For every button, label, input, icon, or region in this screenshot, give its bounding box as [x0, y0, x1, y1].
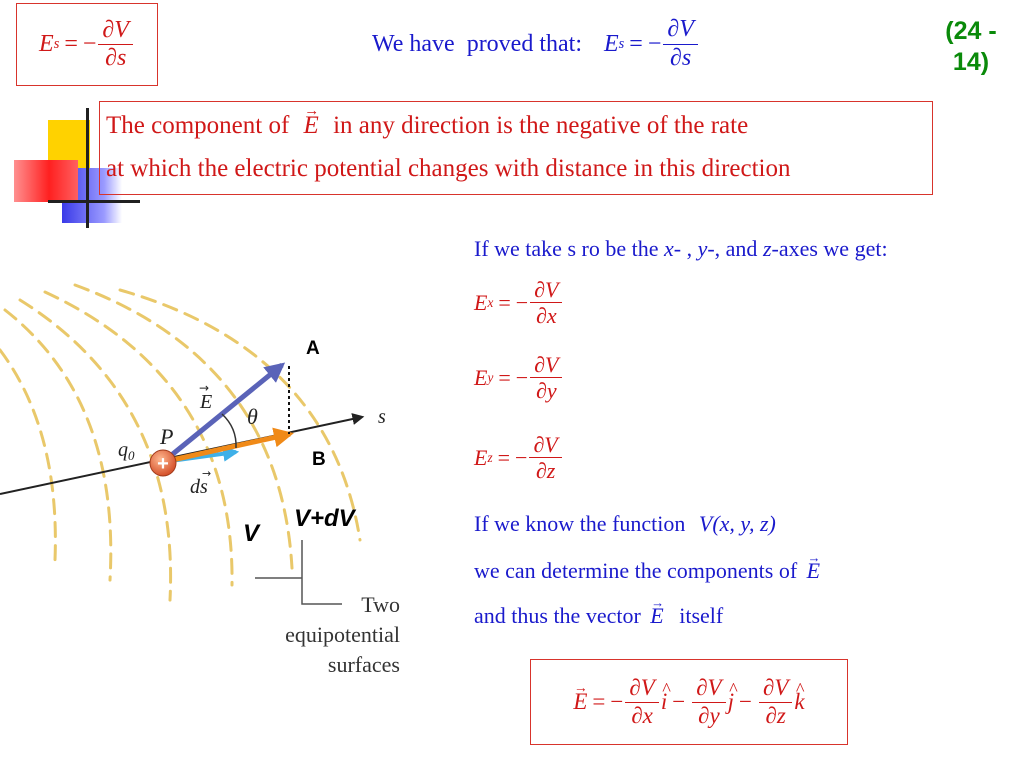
test-charge	[149, 449, 177, 477]
intro-formula-sub: s	[618, 35, 625, 52]
label-ds-arrow: →	[202, 467, 211, 480]
determine-vector-e: E	[807, 550, 821, 584]
thus-text: and thus the vector	[474, 603, 641, 628]
label-e-arrow: →	[199, 381, 209, 395]
ez-num: ∂V	[529, 433, 562, 459]
axes-z: z	[762, 236, 772, 261]
caption-line-2: equipotential	[285, 622, 400, 647]
label-v: V	[243, 520, 261, 547]
final-formula-box: E =− ∂V∂x i − ∂V∂y j − ∂V∂z k	[530, 659, 848, 745]
statement-line-1: The component of E in any direction is t…	[106, 103, 749, 140]
ey-sub: y	[487, 369, 494, 385]
formula-numerator: ∂V	[98, 17, 133, 45]
label-ds: ds	[190, 476, 208, 498]
final-lhs: E	[573, 680, 588, 715]
ex-num: ∂V	[530, 278, 563, 304]
intro-formula-lhs: E	[604, 30, 619, 57]
decor-horizontal-line	[48, 200, 140, 203]
final-num-3: ∂V	[758, 676, 793, 703]
thus-vector-e: E	[650, 595, 664, 629]
ex-sub: x	[487, 294, 494, 310]
determine-line: we can determine the components of E	[474, 550, 821, 584]
statement-part1: The component of	[106, 112, 290, 139]
ey-lhs: E	[474, 364, 488, 390]
intro-text: We have proved that:	[372, 30, 582, 57]
ez-lhs: E	[474, 444, 488, 470]
intro-formula-num: ∂V	[663, 17, 698, 45]
axes-text-1: If we take s ro be the	[474, 236, 659, 261]
formula-denominator: ∂s	[105, 45, 127, 71]
axes-text-4: -axes we get:	[771, 236, 888, 261]
equipotential-curve-1	[0, 348, 57, 562]
axes-y: y	[697, 236, 708, 261]
label-v-plus-dv: V+dV	[294, 505, 357, 532]
final-den-2: ∂y	[698, 702, 720, 728]
thus-line: and thus the vector E itself	[474, 595, 724, 629]
equipotential-curve-6	[118, 288, 362, 542]
know-func: V	[698, 511, 713, 536]
caption-line-1: Two	[361, 592, 400, 617]
axes-text-3: -, and	[707, 236, 758, 261]
statement-line-2: at which the electric potential changes …	[106, 155, 791, 182]
equipotential-curve-2	[3, 308, 113, 582]
unit-j: j	[728, 679, 739, 715]
know-line: If we know the function V(x, y, z)	[474, 511, 776, 537]
equipotential-curve-3	[18, 298, 173, 602]
know-args: (x, y, z)	[712, 511, 776, 536]
caption-bracket	[255, 540, 342, 605]
decor-red-square	[14, 160, 78, 202]
decor-block	[10, 100, 140, 230]
final-formula: E =− ∂V∂x i − ∂V∂y j − ∂V∂z k	[573, 676, 804, 727]
thus-end: itself	[679, 603, 724, 628]
statement-part2: in any direction is the negative of the …	[333, 112, 749, 139]
ey-den: ∂y	[535, 378, 557, 404]
charge-plus: +	[157, 453, 169, 475]
label-s: s	[378, 406, 386, 428]
label-a: A	[306, 338, 320, 359]
know-text: If we know the function	[474, 511, 686, 536]
axes-x: x	[663, 236, 674, 261]
determine-text: we can determine the components of	[474, 558, 798, 583]
ex-den: ∂x	[535, 303, 557, 329]
label-e: E	[199, 391, 212, 413]
final-num-2: ∂V	[692, 676, 726, 703]
slide-number: (24 - 14)	[945, 17, 997, 77]
label-b: B	[312, 449, 326, 470]
label-theta: θ	[247, 404, 258, 429]
caption-line-3: surfaces	[328, 652, 400, 677]
ez-sub: z	[487, 449, 493, 465]
axes-line: If we take s ro be the x- , y-, and z-ax…	[474, 236, 888, 262]
equipotential-diagram: s + E → θ P q0 ds → A B V+dV V Two equip…	[0, 283, 400, 677]
ex-lhs: E	[474, 289, 488, 315]
unit-k: k	[794, 679, 804, 715]
final-den-3: ∂z	[765, 702, 786, 728]
equipotential-curve-4	[43, 290, 234, 587]
component-vector	[162, 427, 294, 465]
ey-num: ∂V	[530, 353, 563, 379]
statement-box: The component of E in any direction is t…	[99, 101, 933, 195]
equipotential-curve-5	[73, 283, 294, 570]
intro-formula-den: ∂s	[670, 44, 692, 71]
formula-lhs: E	[39, 31, 54, 57]
formula-lhs-sub: s	[53, 36, 60, 52]
label-p: P	[159, 424, 173, 449]
theta-arc	[221, 413, 237, 449]
final-num-1: ∂V	[625, 676, 659, 703]
statement-vector-e: E	[304, 103, 320, 140]
axes-text-2: - ,	[673, 236, 693, 261]
decor-vertical-line	[86, 108, 89, 228]
unit-i: i	[661, 679, 672, 715]
final-den-1: ∂x	[631, 702, 653, 728]
label-q0: q0	[118, 439, 135, 463]
ez-den: ∂z	[535, 458, 556, 484]
